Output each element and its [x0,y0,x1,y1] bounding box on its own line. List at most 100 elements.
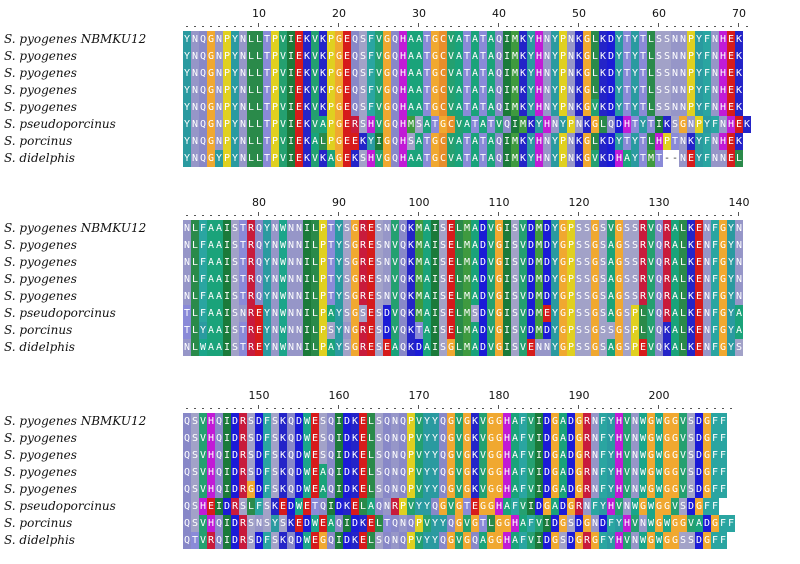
residue-cell: H [535,48,543,65]
residue-cell: L [247,65,255,82]
species-label: S. pyogenes [4,83,77,97]
ruler-major-tick [658,212,659,216]
residue-cell: A [423,116,431,133]
residue-cell: W [279,271,287,288]
residue-cell: R [239,532,247,549]
residue-cell: L [679,271,687,288]
residue-cell: Y [551,322,559,339]
residue-cell: Y [423,498,431,515]
residue-cell: N [383,220,391,237]
residue-cell: E [447,288,455,305]
residue-cell: S [191,515,199,532]
residue-cell: W [631,498,639,515]
ruler-dot [706,26,708,27]
ruler-dot [610,26,612,27]
residue-cell: G [615,288,623,305]
residue-cell: H [535,82,543,99]
ruler-tick-label: 60 [652,7,666,20]
ruler-dot [522,215,524,216]
residue-cell: L [679,305,687,322]
residue-cell: N [591,413,599,430]
residue-cell: G [335,133,343,150]
ruler-dot [618,408,620,409]
residue-cell: Y [335,220,343,237]
residue-cell: D [543,481,551,498]
residue-cell: Y [615,65,623,82]
residue-cell: Q [327,430,335,447]
residue-cell: G [703,481,711,498]
residue-cell: A [455,31,463,48]
residue-cell: Y [231,150,239,167]
residue-cell: S [511,271,519,288]
residue-cell: K [319,150,327,167]
ruler-dot [250,408,252,409]
residue-cell: W [655,464,663,481]
residue-cell: A [671,305,679,322]
ruler-dot [530,26,532,27]
residue-cell: G [583,515,591,532]
residue-cell: Q [655,288,663,305]
residue-cell: I [431,220,439,237]
residue-cell: G [615,339,623,356]
residue-cell: Q [399,481,407,498]
residue-cell: D [343,447,351,464]
ruler-dot [402,26,404,27]
residue-cell: M [535,305,543,322]
residue-cell: I [223,481,231,498]
ruler-dot [346,26,348,27]
residue-cell: G [663,430,671,447]
residue-cell: D [567,447,575,464]
residue-cell: T [479,48,487,65]
ruler-dot [626,408,628,409]
residue-cell: R [639,288,647,305]
residue-cell: T [479,150,487,167]
residue-cell: V [455,481,463,498]
residue-cell: G [615,237,623,254]
ruler-dot [586,215,588,216]
residue-cell: L [735,150,743,167]
residue-cell: K [735,82,743,99]
residue-cell: W [199,339,207,356]
ruler-dot [562,26,564,27]
residue-cell: S [407,133,415,150]
residue-cell: H [207,447,215,464]
residue-cell: Q [183,515,191,532]
ruler-dot [354,26,356,27]
residue-cell: D [703,515,711,532]
ruler-dot [298,26,300,27]
residue-cell: S [575,271,583,288]
ruler-dot [370,215,372,216]
residue-cell: R [391,498,399,515]
residue-cell: V [423,515,431,532]
residue-cell: K [407,237,415,254]
ruler-major-tick [258,212,259,216]
residue-cell: E [447,220,455,237]
residue-cell: S [687,430,695,447]
residue-cell: E [367,220,375,237]
residue-cell: T [263,133,271,150]
residue-cell: G [383,150,391,167]
ruler-tick-label: 40 [492,7,506,20]
residue-cell: S [623,254,631,271]
residue-cell: G [335,116,343,133]
residue-cell: R [247,322,255,339]
residue-cell: G [495,464,503,481]
residue-cell: S [583,237,591,254]
ruler-dot [266,215,268,216]
residue-cell: D [231,413,239,430]
residue-cell: I [223,288,231,305]
residue-cell: D [527,254,535,271]
residue-cell: G [663,464,671,481]
residue-cell: Y [183,99,191,116]
ruler-dot [442,408,444,409]
residue-cell: I [527,498,535,515]
residue-cell: G [335,82,343,99]
residue-cell: S [511,288,519,305]
residue-cell: P [319,339,327,356]
residue-cell: V [279,150,287,167]
residue-cell: V [199,447,207,464]
residue-cell: M [511,99,519,116]
